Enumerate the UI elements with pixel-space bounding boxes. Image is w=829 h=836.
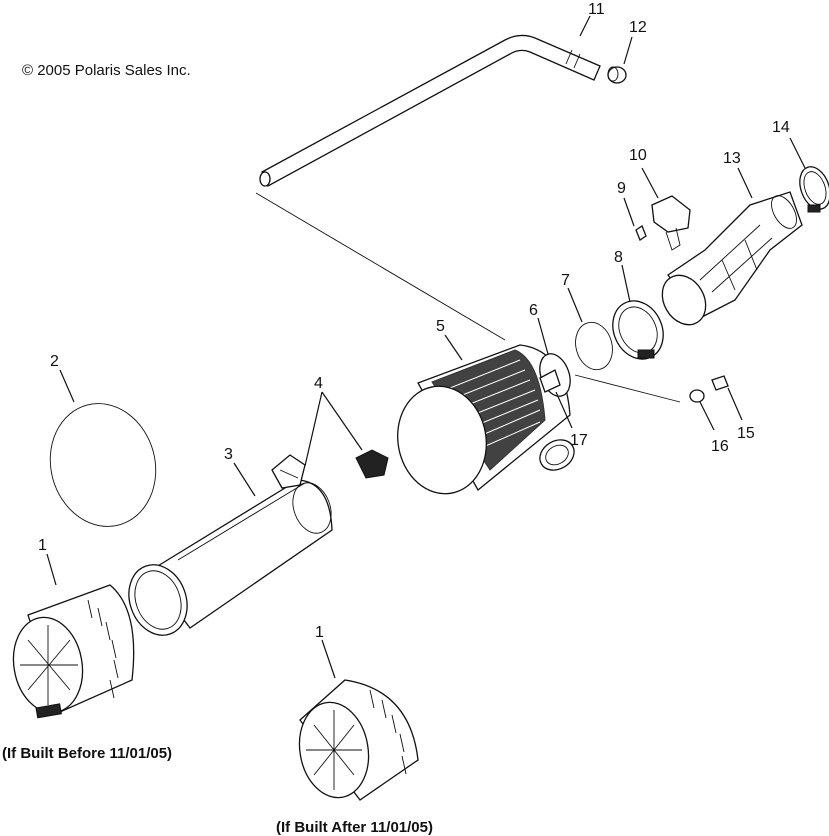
part-2-gasket [49, 403, 157, 527]
part-15-plug [711, 375, 729, 391]
callout-13: 13 [723, 150, 741, 167]
hose-leader-line [255, 192, 506, 341]
callout-7: 7 [561, 272, 570, 289]
callout-9: 9 [617, 180, 626, 197]
part-16-plug [689, 389, 705, 403]
callout-6: 6 [529, 302, 538, 319]
callout-leaders [46, 15, 806, 679]
part-8-clamp [612, 300, 664, 360]
callout-3: 3 [224, 446, 233, 463]
part-14-clamp [799, 166, 829, 213]
part-7-gasket [575, 321, 613, 371]
callout-5: 5 [436, 318, 445, 335]
callout-1-before: 1 [38, 537, 47, 554]
part-4-clip-left [271, 454, 306, 489]
callout-11: 11 [588, 1, 605, 18]
copyright-text: © 2005 Polaris Sales Inc. [22, 62, 191, 79]
part-17-fitting [539, 369, 561, 393]
part-11-breather-hose [259, 34, 601, 187]
part-4-clip-right [355, 449, 389, 479]
callout-15: 15 [737, 425, 755, 442]
caption-before: (If Built Before 11/01/05) [2, 745, 172, 762]
caption-after: (If Built After 11/01/05) [276, 819, 433, 836]
part-13-intake-duct [661, 191, 803, 326]
part-9-screw [635, 225, 647, 241]
part-1-cover-before [12, 584, 135, 719]
callout-16: 16 [711, 438, 729, 455]
callout-12: 12 [629, 19, 647, 36]
callout-1-after: 1 [315, 624, 324, 641]
callout-4: 4 [314, 375, 323, 392]
part-1-cover-after [298, 679, 419, 801]
callout-17: 17 [570, 432, 588, 449]
callout-10: 10 [629, 147, 647, 164]
callout-14: 14 [772, 119, 790, 136]
part-10-sensor [651, 195, 691, 251]
part-3-filter-element [128, 479, 333, 636]
callout-8: 8 [614, 249, 623, 266]
part-15-16-leader-line [574, 374, 681, 403]
part-12-cap [607, 66, 627, 84]
callout-2: 2 [50, 353, 59, 370]
part-5-air-box [397, 344, 575, 495]
